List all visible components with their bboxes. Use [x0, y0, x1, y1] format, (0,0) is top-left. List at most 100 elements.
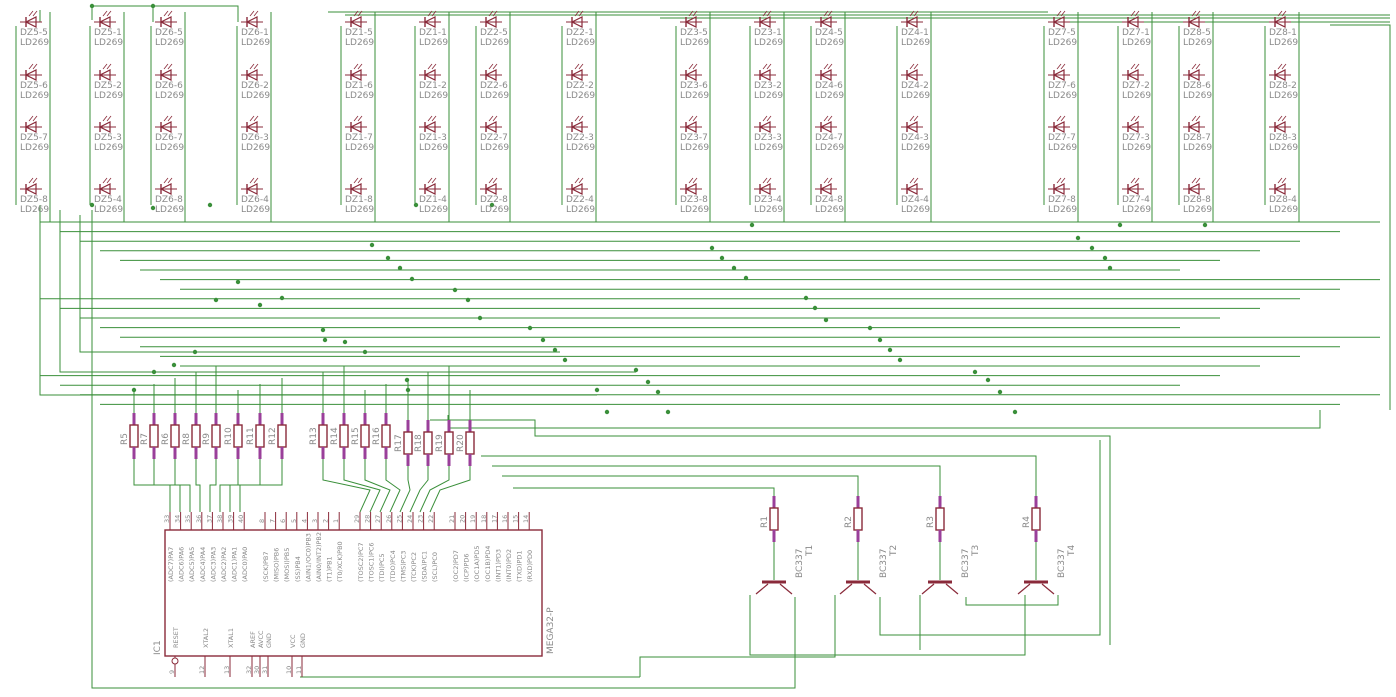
wire: [502, 475, 859, 498]
resistor-r16: R16: [372, 413, 391, 459]
resistor-label: R1: [760, 516, 770, 528]
pin-number: 19: [469, 515, 477, 523]
led-name-label: DZ3-1: [754, 28, 782, 38]
ic-pin: 34(ADC6)PA6: [174, 512, 186, 582]
led-name-label: DZ1-4: [419, 195, 447, 205]
resistor-r18: R18: [414, 420, 433, 466]
led-name-label: DZ6-5: [155, 28, 183, 38]
resistor-label: R17: [394, 434, 404, 452]
led-arrow: [913, 63, 919, 70]
pin-number: 5: [290, 519, 298, 523]
pin-number: 14: [522, 515, 530, 523]
led-arrow: [28, 115, 34, 122]
pin-number: 36: [195, 515, 203, 523]
led-arrow: [249, 10, 255, 17]
led-name-label: DZ2-2: [566, 81, 594, 91]
led-arrow: [167, 177, 173, 184]
pin-number: 34: [174, 515, 182, 523]
pin-name: (OC2)PD7: [452, 550, 460, 582]
led-arrow: [357, 63, 363, 70]
pin-name: (TDI)PC5: [378, 553, 386, 582]
ic-pin: 18(OC1B)PD4: [480, 512, 492, 582]
led-name-label: DZ5-1: [94, 28, 122, 38]
resistor-body: [339, 424, 349, 448]
led-value-label: LD269: [1269, 91, 1298, 101]
pin-name: (T0/XCK)PB0: [336, 541, 344, 582]
junction-dot: [594, 387, 600, 393]
resistor-r13: R13: [309, 413, 328, 459]
led-arrow: [102, 10, 108, 17]
wire: [364, 459, 391, 513]
led-arrow: [492, 115, 498, 122]
led-arrow: [167, 10, 173, 17]
wire: [749, 595, 1026, 656]
pin-name: (TDO)PC4: [389, 550, 397, 582]
led-value-label: LD269: [566, 143, 595, 153]
junction-dot: [897, 357, 903, 363]
junction-dot: [552, 347, 558, 353]
led-arrow: [1060, 177, 1066, 184]
junction-dot: [465, 297, 471, 303]
resistor-r1: R1: [760, 496, 779, 542]
led-arrow: [492, 177, 498, 184]
led-value-label: LD269: [680, 38, 709, 48]
junction-dot: [867, 325, 873, 331]
pin-number: 2: [322, 519, 330, 523]
resistor-r12: R12: [268, 413, 287, 459]
resistor-body: [465, 431, 475, 455]
led-value-label: LD269: [566, 91, 595, 101]
led-arrow: [909, 63, 915, 70]
ic-pin: 25(TMS)PC3: [395, 512, 407, 582]
pin-number: 3: [311, 519, 319, 523]
led-value-label: LD269: [1183, 205, 1212, 215]
led-arrow: [823, 115, 829, 122]
led-arrow: [431, 177, 437, 184]
led-arrow: [1130, 10, 1136, 17]
pin-number: 9: [168, 670, 176, 674]
pin-name: (ADC3)PA3: [209, 547, 217, 582]
led-name-label: DZ5-3: [94, 133, 122, 143]
led-name-label: DZ7-6: [1048, 81, 1076, 91]
pin-name: (ADC4)PA4: [199, 547, 207, 582]
ic-pin: 21(OC2)PD7: [448, 512, 460, 582]
led-value-label: LD269: [241, 91, 270, 101]
led-arrow: [492, 10, 498, 17]
led-name-label: DZ8-8: [1183, 195, 1211, 205]
transistor-value: BC337: [879, 549, 889, 578]
led-name-label: DZ2-8: [480, 195, 508, 205]
led-arrow: [427, 63, 433, 70]
pin-name: (SS)PB4: [294, 556, 302, 582]
resistor-label: R15: [351, 427, 361, 445]
led-arrow: [102, 177, 108, 184]
led-name-label: DZ7-2: [1122, 81, 1150, 91]
led-value-label: LD269: [566, 38, 595, 48]
resistor-body: [381, 424, 391, 448]
ic-pin: 22(SCL)PC0: [427, 512, 439, 582]
wire: [447, 410, 1321, 429]
led-value-label: LD269: [680, 205, 709, 215]
resistor-r2: R2: [844, 496, 863, 542]
led-arrow: [1056, 115, 1062, 122]
ic-pin: 14(RXD)PD0: [522, 512, 534, 582]
led-value-label: LD269: [155, 91, 184, 101]
led-value-label: LD269: [901, 205, 930, 215]
led-arrow: [1130, 63, 1136, 70]
junction-dot: [150, 3, 156, 9]
junction-dot: [731, 265, 737, 271]
